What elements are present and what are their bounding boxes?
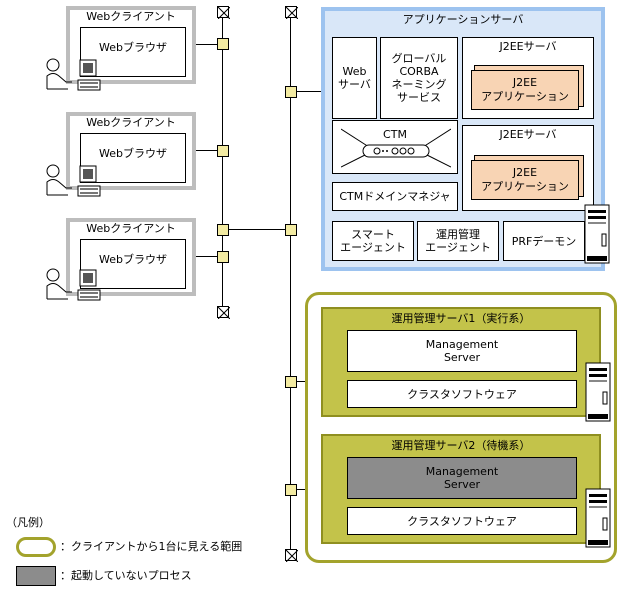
web-server: Web サーバ (332, 37, 377, 119)
network-connector (285, 484, 297, 496)
web-client-title: Webクライアント (86, 222, 176, 235)
j2ee-server-label: J2EEサーバ (499, 40, 557, 53)
mgmt-server-1: 運用管理サーバ1（実行系） Management Server クラスタソフトウ… (321, 307, 601, 417)
legend-inactive-label: ：起動していないプロセス (60, 569, 192, 582)
server-tower-icon (585, 362, 611, 422)
network-connector (217, 145, 229, 157)
user-pc-icon (46, 164, 101, 197)
terminator-icon (217, 6, 230, 19)
legend-range-swatch (16, 537, 56, 557)
user-pc-icon (46, 268, 101, 301)
terminator-icon (285, 549, 298, 562)
user-pc-icon (46, 58, 101, 91)
ctm-queue-icon (341, 128, 451, 168)
mgmt-server-2-title: 運用管理サーバ2（待機系） (391, 439, 531, 452)
client-network-line (222, 12, 223, 312)
network-connector (285, 86, 297, 98)
server-tower-icon (584, 204, 610, 264)
server-tower-icon (585, 488, 611, 548)
web-browser: Webブラウザ (80, 27, 186, 77)
legend-range-label: ：クライアントから1台に見える範囲 (60, 540, 243, 553)
cluster-software: クラスタソフトウェア (347, 380, 577, 408)
web-browser: Webブラウザ (80, 133, 186, 183)
prf-daemon: PRFデーモン (503, 221, 585, 261)
management-server-inactive: Management Server (347, 457, 577, 499)
mgmt-server-1-title: 運用管理サーバ1（実行系） (391, 312, 531, 325)
app-server-title: アプリケーションサーバ (402, 13, 524, 26)
ctm-box: CTM (332, 120, 458, 174)
mgmt-agent: 運用管理 エージェント (417, 221, 499, 261)
web-client-title: Webクライアント (86, 116, 176, 129)
network-connector (217, 224, 229, 236)
cluster-software: クラスタソフトウェア (347, 507, 577, 535)
legend-title: （凡例） (6, 516, 50, 529)
j2ee-server-2: J2EEサーバ J2EE アプリケーション (462, 125, 594, 211)
terminator-icon (217, 306, 230, 319)
network-connector (285, 376, 297, 388)
network-bridge-line (222, 229, 290, 230)
j2ee-application: J2EE アプリケーション (471, 160, 579, 200)
legend-inactive-swatch (16, 566, 56, 586)
web-client-3: Webクライアント Webブラウザ (66, 218, 196, 296)
smart-agent: スマート エージェント (332, 221, 414, 261)
client3-link (193, 256, 223, 257)
server-network-line (290, 12, 291, 555)
j2ee-server-label: J2EEサーバ (499, 128, 557, 141)
mgmt-server-2: 運用管理サーバ2（待機系） Management Server クラスタソフトウ… (321, 434, 601, 544)
app-server: アプリケーションサーバ Web サーバ グローバル CORBA ネーミング サー… (321, 7, 605, 271)
web-client-title: Webクライアント (86, 10, 176, 23)
web-browser: Webブラウザ (80, 239, 186, 289)
app-server-link (290, 91, 322, 92)
terminator-icon (285, 6, 298, 19)
ctm-domain-manager: CTMドメインマネジャ (332, 182, 458, 211)
j2ee-application: J2EE アプリケーション (471, 70, 579, 110)
network-connector (217, 38, 229, 50)
client1-link (193, 44, 223, 45)
network-connector (285, 224, 297, 236)
global-corba-naming-service: グローバル CORBA ネーミング サービス (380, 37, 458, 119)
client2-link (193, 150, 223, 151)
ctm-label: CTM (383, 128, 407, 141)
j2ee-server-1: J2EEサーバ J2EE アプリケーション (462, 37, 594, 119)
management-server: Management Server (347, 330, 577, 372)
network-connector (217, 251, 229, 263)
